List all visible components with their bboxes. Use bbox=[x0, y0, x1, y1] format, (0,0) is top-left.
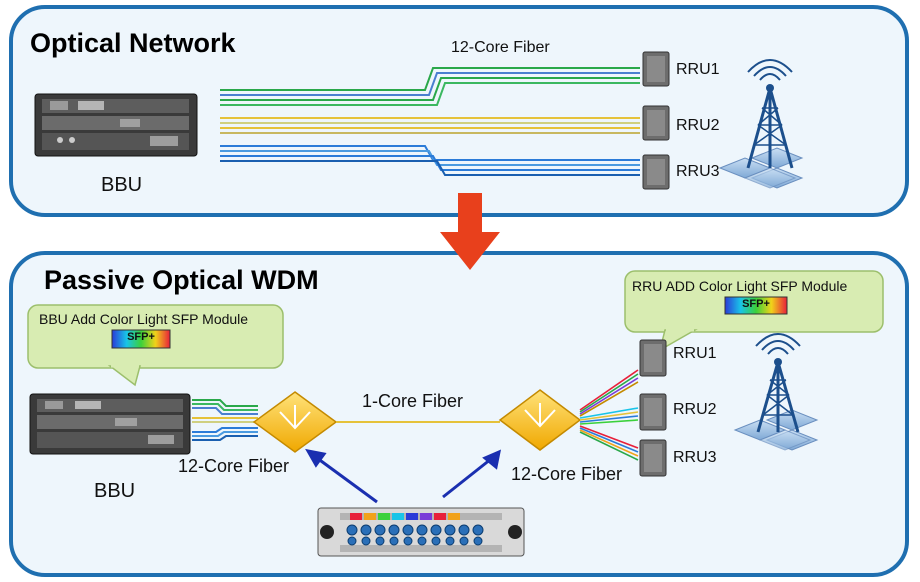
bbu-callout bbox=[27, 304, 284, 387]
top-fiber-label: 12-Core Fiber bbox=[451, 39, 550, 56]
wdm-colored-fibers bbox=[579, 369, 639, 461]
bbu-sfp-badge: SFP+ bbox=[127, 331, 155, 343]
right-fiber-label: 12-Core Fiber bbox=[511, 464, 623, 484]
fiber-bundle-yellow bbox=[220, 117, 640, 134]
fiber-bundle-green bbox=[220, 67, 640, 106]
optical-network-title: Optical Network bbox=[30, 28, 236, 58]
rru-callout-text: RRU ADD Color Light SFP Module bbox=[632, 278, 848, 294]
top-rru1-label: RRU1 bbox=[676, 61, 720, 78]
bbu-device-top bbox=[34, 93, 198, 157]
bottom-rru2-label: RRU2 bbox=[673, 401, 717, 418]
top-bbu-label: BBU bbox=[101, 174, 143, 196]
passive-wdm-title: Passive Optical WDM bbox=[44, 265, 319, 295]
wdm-mux-left bbox=[252, 391, 338, 453]
cell-tower-top bbox=[718, 59, 804, 189]
bbu-device-bottom bbox=[29, 393, 191, 455]
left-fiber-label: 12-Core Fiber bbox=[178, 456, 290, 476]
top-rru3-label: RRU3 bbox=[676, 163, 720, 180]
bottom-rru3-label: RRU3 bbox=[673, 449, 717, 466]
rru-callout bbox=[624, 270, 884, 352]
wdm-demux-right bbox=[498, 389, 582, 451]
bbu-short-fibers bbox=[192, 399, 258, 441]
top-rru2-label: RRU2 bbox=[676, 117, 720, 134]
cell-tower-bottom bbox=[733, 333, 819, 451]
transition-arrow bbox=[440, 193, 500, 270]
rru-units-top bbox=[642, 51, 670, 190]
rru-units-bottom bbox=[639, 339, 667, 477]
wdm-module-card bbox=[317, 507, 525, 557]
bottom-bbu-label: BBU bbox=[94, 480, 136, 502]
rru-sfp-badge: SFP+ bbox=[742, 298, 770, 310]
bbu-callout-text: BBU Add Color Light SFP Module bbox=[39, 311, 249, 327]
single-fiber-label: 1-Core Fiber bbox=[362, 391, 464, 411]
blue-arrows bbox=[305, 448, 502, 504]
fiber-bundle-blue bbox=[220, 145, 640, 176]
bottom-rru1-label: RRU1 bbox=[673, 345, 717, 362]
